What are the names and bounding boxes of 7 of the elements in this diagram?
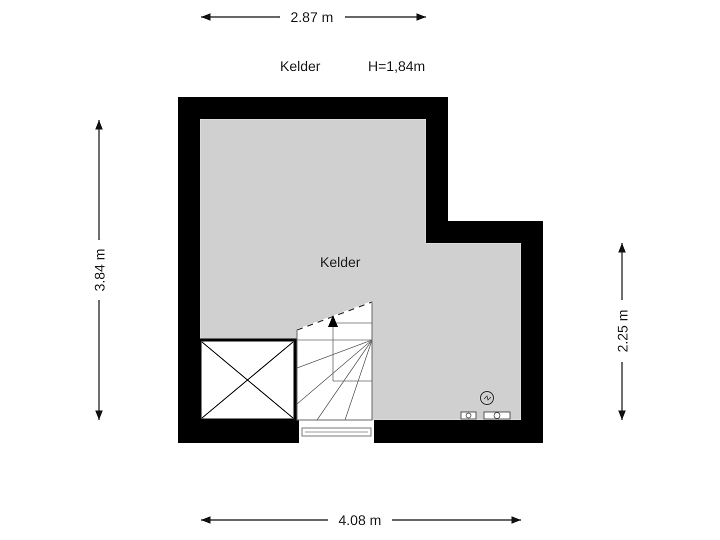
room-label: Kelder <box>320 254 360 270</box>
ceiling-height-label: H=1,84m <box>368 58 426 74</box>
dimension-label: 4.08 m <box>338 512 382 528</box>
dimension-label: 2.25 m <box>614 310 630 352</box>
dimension-label: 2.87 m <box>290 9 334 25</box>
dimension-label: 3.84 m <box>90 248 107 292</box>
floor-name: Kelder <box>280 58 320 74</box>
